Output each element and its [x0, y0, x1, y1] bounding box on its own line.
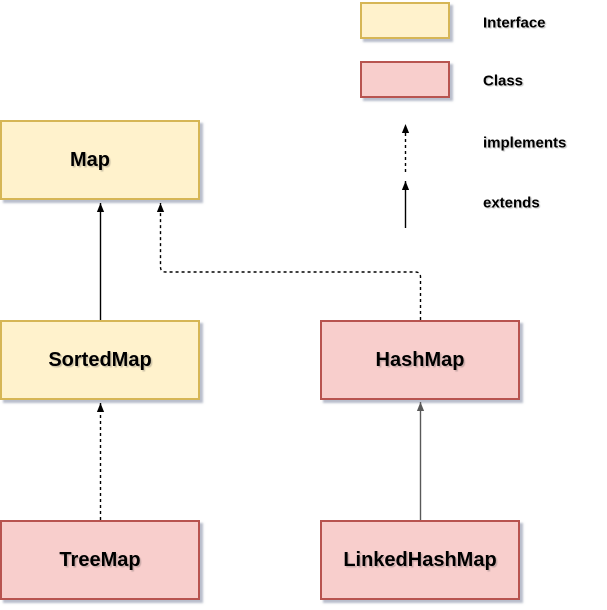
node-sortedmap-label: SortedMap — [48, 348, 152, 371]
node-hashmap: HashMap — [320, 320, 520, 400]
node-linkedhashmap-label: LinkedHashMap — [343, 548, 497, 571]
legend-implements-label: implements — [483, 134, 567, 152]
legend-class-label: Class — [483, 72, 524, 90]
node-map-label: Map — [70, 148, 110, 171]
node-linkedhashmap: LinkedHashMap — [320, 520, 520, 600]
legend-interface-swatch — [360, 2, 450, 39]
node-hashmap-label: HashMap — [375, 348, 465, 371]
legend-class-swatch — [360, 61, 450, 98]
legend-interface-label: Interface — [483, 14, 546, 32]
legend-extends-label: extends — [483, 194, 540, 212]
node-sortedmap: SortedMap — [0, 320, 200, 400]
edge-hashmap-implements-map — [156, 203, 422, 320]
node-treemap-label: TreeMap — [59, 548, 141, 571]
node-treemap: TreeMap — [0, 520, 200, 600]
node-map: Map — [0, 120, 200, 200]
